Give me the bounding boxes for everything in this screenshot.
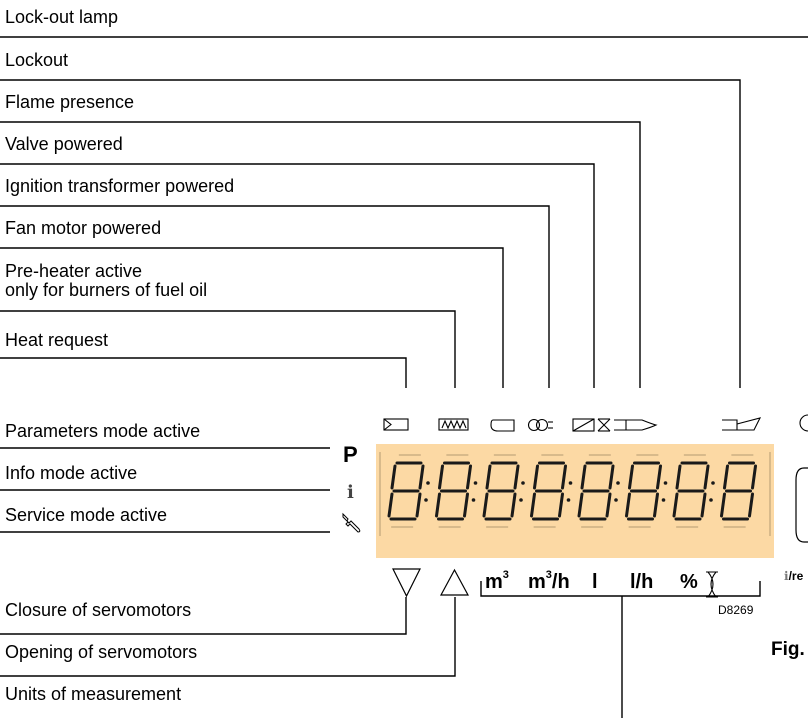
lcd-colon-dot [519, 498, 523, 502]
unit-m3-per-h: m3/h [528, 569, 570, 593]
lcd-colon-dot [709, 498, 713, 502]
lcd-segment [438, 464, 444, 490]
diagram-code: D8269 [718, 603, 754, 617]
label-preheater: Pre-heater active [5, 261, 143, 281]
lcd-segment [656, 464, 662, 490]
lcd-segment [625, 492, 631, 518]
unit-percent: % [680, 571, 698, 593]
label-lockout: Lockout [5, 50, 69, 70]
lcd-segment [580, 464, 587, 490]
lcd-segment [533, 464, 539, 490]
label-heat-request: Heat request [5, 330, 109, 350]
lcd-colon-dot [521, 481, 525, 485]
lcd-digit [672, 454, 715, 528]
lcd-digit [435, 454, 478, 528]
lcd-digit [387, 454, 430, 528]
lcd-segment [435, 492, 441, 518]
label-units-measurement: Units of measurement [5, 684, 182, 704]
lcd-segment [605, 492, 612, 518]
heat-request-icon [383, 418, 409, 431]
lcd-segment [751, 464, 757, 490]
label-valve-powered: Valve powered [5, 134, 123, 154]
label-preheater-note: only for burners of fuel oil [5, 280, 208, 300]
lcd-digit [625, 454, 668, 528]
lcd-colon-dot [424, 498, 428, 502]
lcd-segment [703, 464, 710, 490]
lcd-colon-dot [473, 481, 478, 485]
fan-motor-icon [490, 419, 515, 432]
unit-liters-per-h: l/h [630, 571, 654, 593]
parameters-mode-symbol: P [343, 442, 358, 467]
label-ignition-transformer: Ignition transformer powered [5, 176, 235, 196]
label-opening-servomotors: Opening of servomotors [5, 642, 198, 662]
lcd-colon-dot [568, 481, 573, 485]
figure-label: Fig. [771, 639, 805, 660]
lcd-segment [390, 464, 397, 490]
lcd-digit [482, 454, 525, 528]
label-parameters-mode: Parameters mode active [5, 421, 201, 441]
label-info-mode: Info mode active [5, 463, 138, 483]
lcd-segment [485, 464, 492, 490]
lcd-segment [672, 492, 679, 518]
lcd-digit [530, 454, 573, 528]
closure-triangle-icon [392, 568, 421, 598]
lcd-segment [653, 492, 659, 518]
lcd-colon-dot [616, 481, 620, 485]
lcd-colon-dot [426, 481, 430, 485]
preheater-icon [438, 418, 469, 431]
lcd-segment [510, 492, 517, 518]
opening-triangle-icon [439, 568, 470, 596]
lcd-segment [720, 492, 726, 518]
lcd-colon-dot [566, 498, 571, 502]
lockout-lamp-partial-icon [799, 414, 808, 432]
lcd-colon-dot [661, 498, 666, 502]
lcd-segment [387, 492, 394, 518]
lcd-digits [379, 452, 771, 536]
lcd-segment [748, 492, 754, 518]
lcd-segment [530, 492, 536, 518]
label-lockout-lamp: Lock-out lamp [5, 7, 119, 27]
flame-icon [614, 419, 658, 431]
lockout-icon [722, 417, 762, 431]
unit-liters: l [592, 571, 598, 593]
lcd-segment [608, 464, 615, 490]
unit-m3: m3 [485, 569, 509, 593]
lcd-digit [720, 454, 757, 528]
lcd-segment [561, 464, 567, 490]
lcd-segment [577, 492, 584, 518]
info-reset-label: ℹ/re [784, 569, 804, 583]
lcd-colon-dot [471, 498, 476, 502]
lcd-digit [577, 454, 620, 528]
label-fan-motor: Fan motor powered [5, 218, 162, 238]
ignition-transformer-icon [527, 418, 553, 432]
lcd-segment [675, 464, 682, 490]
lcd-segment [418, 464, 425, 490]
lcd-segment [513, 464, 520, 490]
lcd-segment [466, 464, 472, 490]
lcd-segment [723, 464, 729, 490]
lcd-segment [415, 492, 422, 518]
lcd-colon-dot [711, 481, 715, 485]
label-service-mode: Service mode active [5, 505, 168, 525]
reset-button-partial [795, 467, 808, 543]
lcd-segment [628, 464, 634, 490]
info-mode-icon: ℹ [347, 482, 354, 503]
hourglass-icon [706, 571, 718, 598]
lcd-background [376, 444, 774, 558]
lcd-segment [482, 492, 489, 518]
lcd-colon-dot [663, 481, 668, 485]
wrench-icon [342, 512, 361, 533]
label-flame-presence: Flame presence [5, 92, 135, 112]
valve-icon [572, 418, 611, 432]
label-closure-servomotors: Closure of servomotors [5, 600, 192, 620]
lcd-segment [558, 492, 564, 518]
lcd-segment [463, 492, 469, 518]
lcd-segment [700, 492, 707, 518]
lcd-colon-dot [614, 498, 618, 502]
